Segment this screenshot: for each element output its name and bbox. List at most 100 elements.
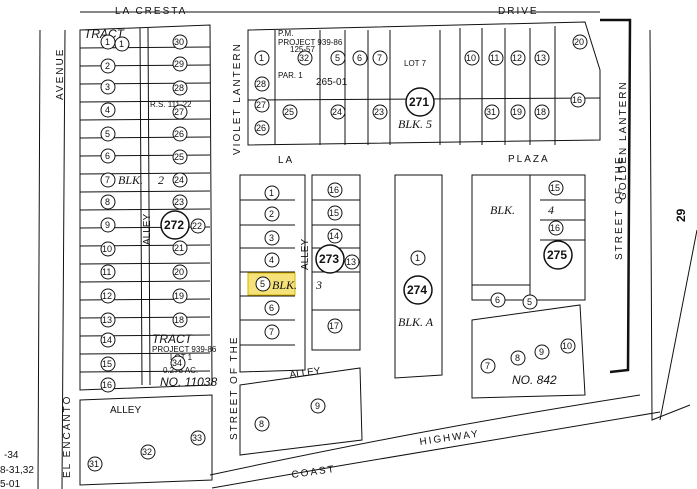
page-275-label: 275 (547, 248, 567, 262)
block-3-outline (311, 174, 361, 351)
svg-text:4: 4 (269, 255, 274, 265)
lower-left-block-outline (79, 394, 213, 486)
alley-label-left: ALLEY (142, 214, 153, 245)
page-273-circle[interactable] (315, 244, 345, 274)
svg-text:17: 17 (329, 321, 339, 331)
svg-text:14: 14 (102, 335, 112, 345)
svg-text:18: 18 (536, 107, 546, 117)
golden-lantern-edge (600, 18, 632, 374)
svg-text:23: 23 (174, 197, 184, 207)
margin-note-3: 5-01 (0, 479, 20, 489)
left-lot-lines (79, 46, 211, 373)
blk2-num: 2 (158, 173, 164, 187)
svg-text:5: 5 (105, 129, 110, 139)
street-drive: DRIVE (498, 6, 539, 17)
par1-label: PAR. 1 (278, 71, 303, 80)
block4-lot-lines (472, 175, 585, 300)
svg-text:26: 26 (256, 123, 266, 133)
block-5-outline (247, 21, 601, 146)
svg-text:22: 22 (192, 221, 202, 231)
svg-text:1: 1 (415, 253, 420, 263)
page-275-circle[interactable] (543, 240, 573, 270)
svg-text:10: 10 (562, 341, 572, 351)
svg-text:29: 29 (174, 59, 184, 69)
parcel-circles: 1 2 3 4 5 6 7 8 9 10 11 12 13 14 15 16 1… (87, 34, 588, 472)
svg-text:15: 15 (550, 183, 560, 193)
tract-842-outline (471, 304, 586, 399)
svg-text:2: 2 (269, 209, 274, 219)
street-el-encanto: EL ENCANTO (62, 395, 73, 478)
margin-note-2: 8-31,32 (0, 465, 34, 476)
page-272-circle[interactable] (160, 210, 190, 240)
project-top-label: PROJECT 939-86 (278, 38, 343, 47)
blk2-label: BLK. (118, 173, 143, 187)
svg-text:9: 9 (105, 220, 110, 230)
svg-text:16: 16 (329, 185, 339, 195)
svg-text:24: 24 (174, 175, 184, 185)
svg-text:8: 8 (259, 419, 264, 429)
margin-notes: -34 8-31,32 5-01 29 (0, 208, 688, 489)
svg-text:19: 19 (512, 107, 522, 117)
map-page-circles: 272 273 274 275 271 (160, 87, 573, 305)
svg-text:15: 15 (329, 208, 339, 218)
svg-text:26: 26 (174, 129, 184, 139)
svg-text:6: 6 (495, 295, 500, 305)
svg-text:3: 3 (105, 82, 110, 92)
svg-text:13: 13 (102, 315, 112, 325)
svg-text:34: 34 (172, 358, 182, 368)
page-274-circle[interactable] (403, 275, 433, 305)
acres-label: 0.278 AC. (163, 366, 198, 375)
svg-text:27: 27 (256, 100, 266, 110)
blk3-num: 3 (315, 278, 322, 292)
street-la-cresta: LA CRESTA (115, 6, 187, 17)
svg-text:23: 23 (374, 107, 384, 117)
right-margin-line (659, 229, 697, 421)
lower-block-outline (239, 367, 363, 456)
svg-text:8: 8 (515, 353, 520, 363)
svg-text:14: 14 (329, 231, 339, 241)
blka-label: BLK. A (398, 315, 434, 329)
svg-text:11: 11 (490, 53, 499, 63)
block1-lot-lines (240, 199, 295, 346)
svg-text:5: 5 (527, 297, 532, 307)
alley-left-line-a (147, 27, 151, 386)
svg-text:28: 28 (256, 79, 266, 89)
svg-text:31: 31 (486, 107, 496, 117)
svg-text:7: 7 (485, 361, 490, 371)
blk1-label: BLK. (272, 278, 297, 292)
svg-text:3: 3 (269, 233, 274, 243)
svg-text:20: 20 (174, 267, 184, 277)
street-of-the-left: STREET OF THE (229, 335, 240, 440)
tract-labels: TRACT R.S. 111-22 P.M. PROJECT 939-86 12… (84, 27, 557, 389)
svg-text:21: 21 (174, 243, 184, 253)
svg-text:30: 30 (174, 37, 184, 47)
page-271-circle[interactable] (405, 87, 435, 117)
svg-text:8: 8 (105, 197, 110, 207)
svg-text:12: 12 (102, 291, 112, 301)
block-1-2-outline (79, 24, 213, 391)
svg-text:32: 32 (142, 447, 152, 457)
svg-text:16: 16 (102, 380, 112, 390)
no-11038-label: NO. 11038 (160, 375, 217, 389)
alley-label-mid: ALLEY (300, 239, 311, 270)
street-golden-lantern: GOLDEN LANTERN (618, 80, 629, 200)
lot-lines (79, 26, 585, 373)
block-1-outline (239, 174, 306, 373)
svg-text:5: 5 (335, 53, 340, 63)
svg-text:6: 6 (357, 53, 362, 63)
block-labels: BLK. 2 BLK. 3 BLK. 4 BLK. 5 BLK. A (118, 117, 554, 329)
alley-label-lower-left: ALLEY (110, 405, 141, 416)
blk4-num: 4 (548, 203, 554, 217)
svg-text:15: 15 (102, 359, 112, 369)
svg-text:16: 16 (550, 223, 560, 233)
lot7-label: LOT 7 (404, 59, 427, 68)
svg-text:25: 25 (174, 152, 184, 162)
svg-text:10: 10 (102, 244, 112, 254)
svg-text:6: 6 (105, 151, 110, 161)
blk5-label: BLK. 5 (398, 117, 432, 131)
avenue-edge-2 (61, 29, 66, 489)
page-271-label: 271 (409, 95, 429, 109)
svg-text:20: 20 (574, 37, 584, 47)
page-273-label: 273 (319, 252, 339, 266)
